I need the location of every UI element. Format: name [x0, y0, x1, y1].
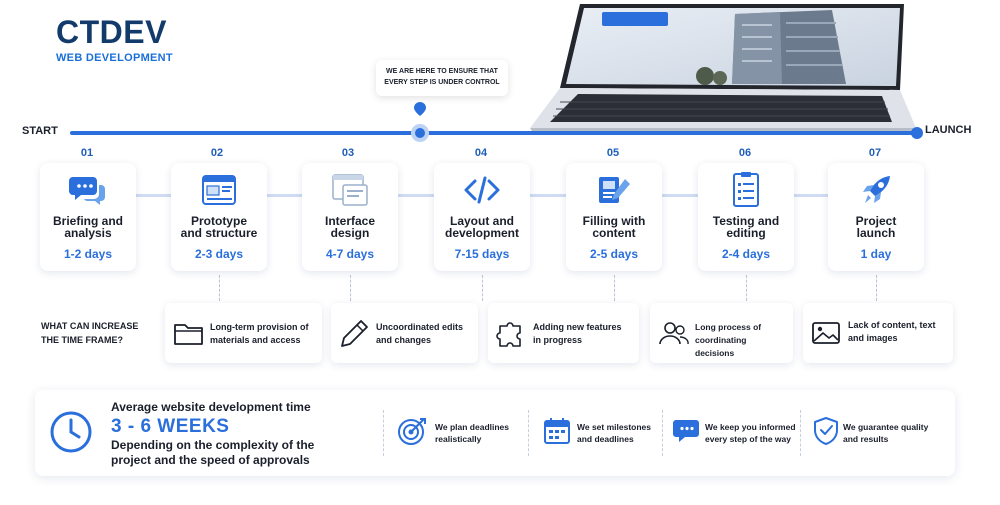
step-number: 07: [868, 147, 882, 159]
rocket-icon: [863, 176, 890, 203]
timeline-track: [70, 131, 918, 135]
step-number: 04: [474, 147, 488, 159]
calendar-icon: [544, 418, 570, 444]
step-duration: 1-2 days: [63, 247, 113, 261]
step-number: 03: [341, 147, 355, 159]
step-number: 06: [738, 147, 752, 159]
folder-icon: [174, 324, 203, 345]
summary-panel: Average website development time 3 - 6 W…: [35, 390, 955, 476]
drop-line: [482, 275, 483, 301]
drop-line: [219, 275, 220, 301]
logo: CTDEV WEB DEVELOPMENT: [56, 14, 173, 64]
pencil-icon: [341, 320, 368, 347]
content-media-icon: [599, 177, 630, 203]
step-duration: 7-15 days: [454, 247, 510, 261]
timeline-end-dot: [911, 127, 923, 139]
location-pin-icon: [414, 102, 426, 116]
step-number: 01: [80, 147, 94, 159]
summary-title: Average website development time: [111, 400, 311, 414]
step-number: 05: [606, 147, 620, 159]
image-icon: [812, 322, 840, 344]
divider: [528, 410, 529, 456]
people-icon: [659, 322, 689, 345]
tooltip-line-1: WE ARE HERE TO ENSURE THAT: [386, 68, 498, 75]
step-duration: 2-4 days: [721, 247, 771, 261]
shield-check-icon: [814, 417, 838, 445]
step-number: 02: [210, 147, 224, 159]
divider: [383, 410, 384, 456]
chat-bubbles-icon: [69, 177, 105, 205]
checklist-icon: [733, 172, 759, 207]
divider: [662, 410, 663, 456]
control-tooltip: WE ARE HERE TO ENSURE THAT EVERY STEP IS…: [376, 60, 508, 96]
brand-name: CTDEV: [56, 14, 167, 50]
timeline-start-label: START: [22, 125, 58, 137]
divider: [800, 410, 801, 456]
step-duration: 2-5 days: [589, 247, 639, 261]
code-brackets-icon: [464, 176, 500, 204]
interface-window-icon: [332, 174, 368, 206]
increase-heading: WHAT CAN INCREASE THE TIME FRAME?: [41, 321, 139, 345]
step-duration: 2-3 days: [194, 247, 244, 261]
wireframe-icon: [202, 175, 236, 205]
drop-line: [746, 275, 747, 301]
tooltip-line-2: EVERY STEP IS UNDER CONTROL: [384, 79, 500, 86]
summary-weeks: 3 - 6 WEEKS: [111, 416, 230, 437]
drop-line: [350, 275, 351, 301]
chat-icon: [673, 420, 699, 442]
puzzle-icon: [496, 322, 521, 347]
drop-line: [614, 275, 615, 301]
timeline-current-node: [411, 124, 429, 142]
step-duration: 1 day: [860, 247, 892, 261]
brand-tagline: WEB DEVELOPMENT: [56, 52, 173, 64]
target-icon: [398, 418, 426, 445]
step-duration: 4-7 days: [325, 247, 375, 261]
clock-icon: [50, 411, 92, 453]
drop-line: [876, 275, 877, 301]
timeline-launch-label: LAUNCH: [925, 124, 972, 136]
laptop-illustration: [530, 4, 916, 134]
